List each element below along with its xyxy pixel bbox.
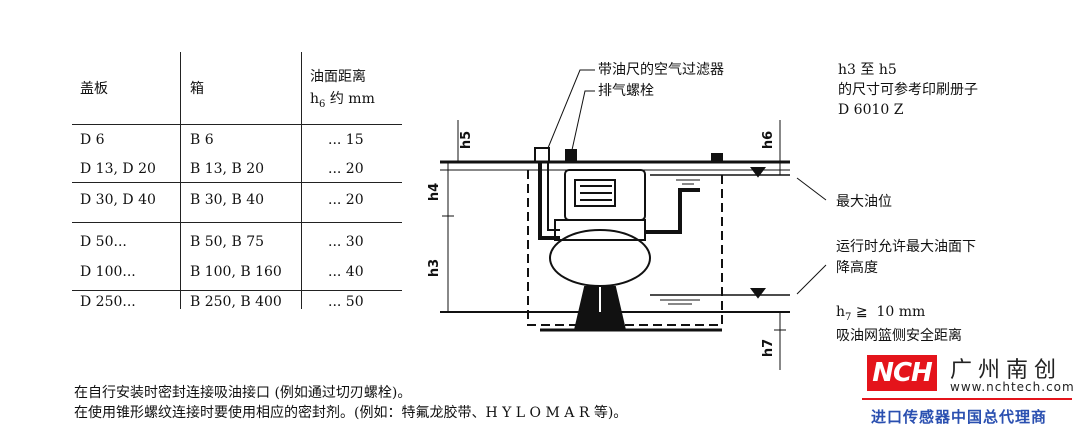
dim-label-h4: h4 [427, 183, 442, 201]
nch-logo-mark: NCH [867, 355, 937, 391]
table-col-divider [180, 52, 181, 309]
row-box: B 30, B 40 [190, 192, 265, 208]
row-box: B 6 [190, 132, 214, 148]
row-distance: ... 20 [328, 161, 364, 177]
dim-label-h6: h6 [761, 131, 776, 149]
callout-vent-screw: 排气螺栓 [598, 83, 654, 99]
table-row-rule [72, 290, 402, 291]
row-box: B 50, B 75 [190, 234, 265, 250]
h7-rest: ≧ 10 mm [851, 304, 926, 320]
h7-value: h7 ≧ 10 mm [836, 302, 925, 328]
row-box: B 250, B 400 [190, 294, 282, 310]
h-symbol: h [310, 91, 320, 107]
company-tagline: 进口传感器中国总代理商 [871, 408, 1048, 426]
row-cover: D 13, D 20 [80, 161, 156, 177]
h7-subscript: 7 [845, 311, 852, 323]
table-row-rule [72, 222, 402, 223]
table-header-rule [72, 124, 402, 125]
callout-air-filter: 带油尺的空气过滤器 [598, 62, 724, 78]
row-distance: ... 30 [328, 234, 364, 250]
row-distance: ... 50 [328, 294, 364, 310]
safety-distance-label: 吸油网篮侧安全距离 [836, 328, 962, 344]
row-cover: D 100... [80, 264, 136, 280]
dim-label-h7: h7 [761, 339, 776, 357]
row-cover: D 30, D 40 [80, 192, 156, 208]
ref-note-line3: D 6010 Z [838, 102, 904, 118]
row-cover: D 250... [80, 294, 136, 310]
dim-label-h3: h3 [427, 259, 442, 277]
row-box: B 100, B 160 [190, 264, 282, 280]
table-row-rule [72, 182, 402, 183]
row-distance: ... 15 [328, 132, 364, 148]
header-box: 箱 [190, 81, 204, 97]
table-col-divider [301, 52, 302, 309]
max-oil-level-label: 最大油位 [836, 194, 892, 210]
row-box: B 13, B 20 [190, 161, 265, 177]
logo-divider [862, 398, 1072, 400]
row-cover: D 6 [80, 132, 105, 148]
company-url: www.nchtech.com [950, 380, 1075, 394]
allowed-drop-line2: 降高度 [836, 260, 878, 276]
header-distance-unit: 约 mm [325, 91, 375, 107]
header-cover: 盖板 [80, 81, 108, 97]
header-distance-line2: h6 约 mm [310, 88, 375, 116]
ref-note: h3 至 h5 的尺寸可参考印刷册子 D 6010 Z [838, 60, 978, 120]
company-name: 广州南创 [950, 358, 1063, 383]
ref-note-line2: 的尺寸可参考印刷册子 [838, 82, 978, 98]
row-distance: ... 40 [328, 264, 364, 280]
header-distance: 油面距离 h6 约 mm [310, 66, 375, 116]
header-distance-line1: 油面距离 [310, 69, 366, 85]
dim-label-h5: h5 [459, 131, 474, 149]
row-distance: ... 20 [328, 192, 364, 208]
row-cover: D 50... [80, 234, 127, 250]
allowed-drop-label: 运行时允许最大油面下 降高度 [836, 237, 976, 279]
h7-symbol: h [836, 304, 846, 320]
install-note-2: 在使用锥形螺纹连接时要使用相应的密封剂。(例如：特氟龙胶带、H Y L O M … [74, 405, 628, 421]
install-note-1: 在自行安装时密封连接吸油接口 (例如通过切刃螺栓)。 [74, 385, 412, 401]
allowed-drop-line1: 运行时允许最大油面下 [836, 239, 976, 255]
ref-note-line1: h3 至 h5 [838, 62, 897, 78]
h-subscript: 6 [319, 98, 326, 110]
